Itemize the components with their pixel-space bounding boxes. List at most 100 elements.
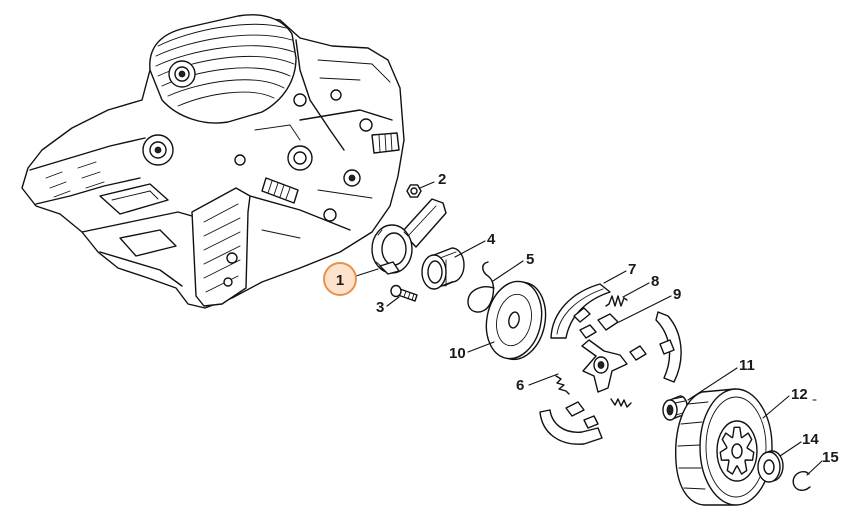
leader-11 [687, 367, 738, 401]
leader-15 [806, 460, 823, 476]
part-4-bore [427, 260, 443, 284]
callout-4[interactable]: 4 [487, 231, 496, 248]
bar-stud [226, 252, 238, 264]
callout-1[interactable]: 1 [336, 272, 344, 289]
part-15-clip [792, 471, 808, 492]
spark-plug-center [178, 70, 186, 78]
part-8-coil [605, 295, 628, 307]
chain-brake-ribs [203, 203, 241, 293]
part-11-needle-cage [662, 395, 688, 421]
part-9-retainer [579, 313, 619, 339]
housing-bolt [359, 118, 373, 132]
leader-5 [492, 260, 524, 282]
part-12-bore [731, 443, 743, 459]
part-10-disc-hole [508, 311, 520, 329]
callout-9[interactable]: 9 [673, 286, 681, 303]
part-2-bore [410, 187, 418, 195]
clutch-shaft-threads [378, 133, 393, 153]
lower-housing-block [119, 229, 177, 257]
leader-3 [386, 296, 400, 307]
leader-9 [618, 295, 672, 323]
part-12-clutch-drum [675, 388, 773, 506]
callout-14[interactable]: 14 [802, 431, 819, 448]
cylinder-fins [155, 23, 295, 107]
part-10-disc [485, 280, 547, 361]
housing-bolt [323, 208, 337, 222]
part-12-drum-rim [705, 396, 767, 498]
crankcase-rib [299, 109, 393, 121]
part-6-bore [597, 361, 605, 369]
housing-bolt [330, 89, 342, 101]
part-7-shoe [550, 283, 611, 339]
crankcase-detail-lines [254, 59, 391, 239]
callout-8[interactable]: 8 [651, 273, 659, 290]
clutch-shoe-bottom-block [583, 415, 599, 429]
callout-1-highlight[interactable] [323, 262, 357, 296]
part-3-head [390, 284, 402, 298]
clutch-block-small [629, 345, 647, 361]
callout-3[interactable]: 3 [376, 299, 384, 316]
part-1 [371, 198, 447, 275]
leader-8 [622, 282, 650, 298]
part-14-washer [757, 450, 784, 483]
part-6-clutch-hub [539, 311, 682, 445]
bar-stud [223, 277, 233, 287]
part-9-block-small [579, 324, 597, 339]
part-14-hole [763, 459, 775, 475]
leader-1 [355, 268, 379, 277]
part-7-pad [573, 307, 591, 323]
callouts: 1 2 3 4 5 6 7 8 9 10 11 12 14 15 [323, 171, 839, 466]
leader-2 [419, 181, 435, 189]
leader-7 [603, 270, 627, 284]
lower-frame-edge [81, 211, 193, 233]
callout-10[interactable]: 10 [449, 345, 466, 362]
leader-6 [528, 373, 559, 386]
part-2-nut [406, 184, 422, 198]
clutch-side-cover-line [295, 39, 345, 151]
part-1-tab [379, 261, 400, 275]
clutch-shoe-bottom [539, 409, 603, 445]
leader-lines [355, 181, 823, 476]
rear-handle-ridge [29, 137, 146, 171]
clutch-shoe-bottom-block [565, 401, 585, 417]
part-11-bore [666, 404, 674, 416]
part-1-ring-bore [381, 232, 407, 266]
housing-bolt [293, 93, 307, 107]
engine-assembly [21, 14, 405, 309]
leader-10 [467, 341, 495, 353]
cylinder-head [149, 14, 297, 124]
part-5-wire-clip [467, 261, 495, 313]
part-5-wire [467, 261, 495, 313]
clutch-shoe-right-block [659, 339, 675, 355]
callout-7[interactable]: 7 [628, 261, 636, 278]
housing-bolt-center [348, 174, 356, 182]
part-7-shoe-edge [556, 288, 604, 335]
part-12-drum-edges [677, 401, 709, 490]
oil-pump-boss-inner [293, 151, 307, 165]
front-housing-edge [249, 195, 351, 231]
part-7-clutch-shoe [550, 283, 611, 339]
callout-15[interactable]: 15 [822, 449, 839, 466]
callout-6[interactable]: 6 [516, 377, 524, 394]
callout-5[interactable]: 5 [526, 251, 534, 268]
clutch-spring-right [610, 398, 632, 408]
leader-4 [454, 240, 486, 258]
leader-14 [779, 441, 802, 457]
part-9-block [597, 313, 619, 331]
rear-handle-lower-edge [35, 177, 141, 205]
crankcase-outline [21, 15, 405, 309]
part-1-arm-edge [407, 205, 437, 237]
part-10-disc-ring [496, 293, 532, 347]
callout-11[interactable]: 11 [739, 357, 755, 374]
clutch-shoe-right [655, 311, 682, 383]
part-3-threads [403, 290, 415, 301]
crankshaft-threads [267, 180, 291, 200]
leader-12 [762, 395, 790, 419]
part-1-arm [401, 198, 447, 248]
callout-2[interactable]: 2 [438, 171, 446, 188]
bottom-rail [99, 251, 183, 287]
part-4-bearing [421, 247, 465, 290]
handle-grooves [45, 161, 105, 198]
callout-12[interactable]: 12 [791, 386, 808, 403]
